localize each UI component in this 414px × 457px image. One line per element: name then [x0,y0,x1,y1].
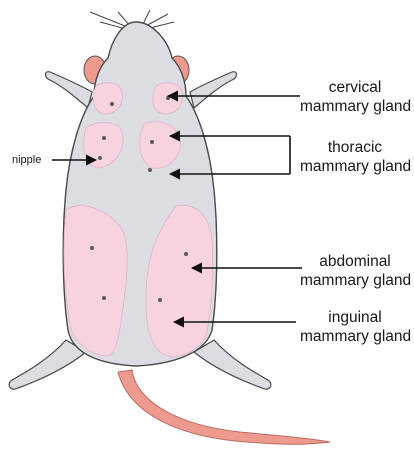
label-thoracic: thoracic mammary gland [300,138,410,176]
right-hindleg [194,340,271,389]
right-foreleg [190,72,237,108]
label-cervical-line1: cervical [300,78,410,97]
label-inguinal-line1: inguinal [300,308,410,327]
label-thoracic-line2: mammary gland [300,157,410,176]
tail [118,370,330,444]
left-hindleg [9,340,86,389]
label-thoracic-line1: thoracic [300,138,410,157]
label-abdominal-line1: abdominal [300,252,410,271]
label-cervical: cervical mammary gland [300,78,410,116]
label-abdominal: abdominal mammary gland [300,252,410,290]
abdominal-inguinal-left [64,206,127,356]
label-nipple: nipple [12,154,41,167]
label-abdominal-line2: mammary gland [300,271,410,290]
label-inguinal-line2: mammary gland [300,327,410,346]
label-cervical-line2: mammary gland [300,97,410,116]
label-inguinal: inguinal mammary gland [300,308,410,346]
